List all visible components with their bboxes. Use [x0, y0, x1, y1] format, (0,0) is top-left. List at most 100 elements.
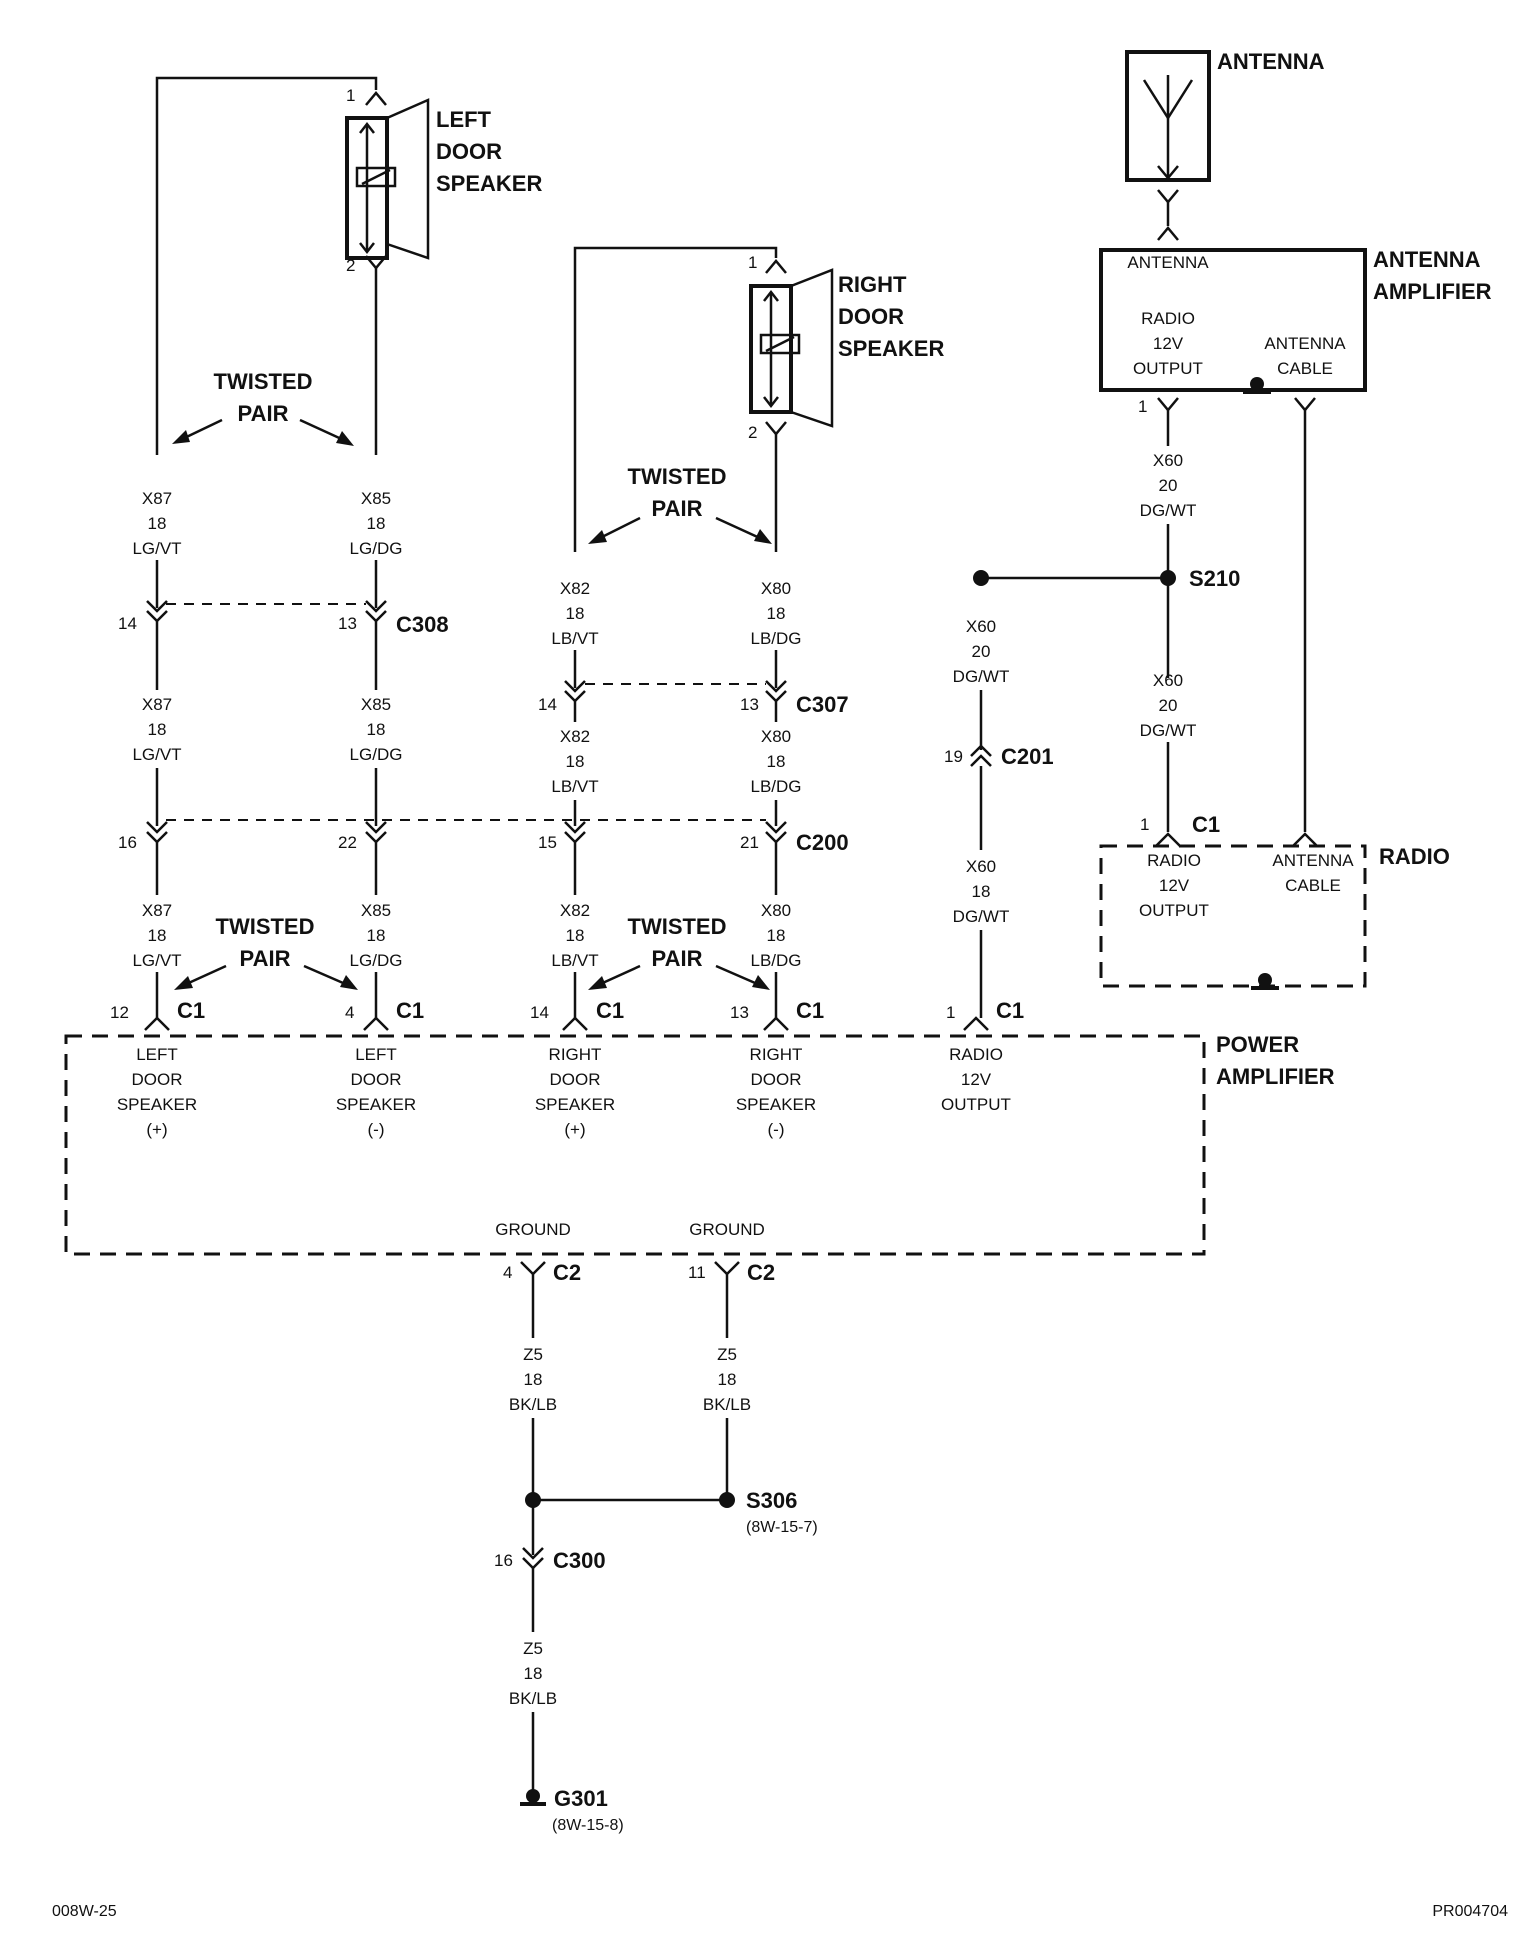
left-speaker-label-2: DOOR	[436, 139, 502, 164]
pa-left-pos-1: LEFT	[136, 1045, 178, 1064]
wire-color-x85-2: LG/DG	[350, 745, 403, 764]
pa-right-neg-2: DOOR	[751, 1070, 802, 1089]
c2-label-a: C2	[553, 1260, 581, 1285]
power-amplifier-box	[64, 1034, 1206, 1256]
left-speaker-pin-1: 1	[346, 86, 355, 105]
c300-pin-16: 16	[494, 1551, 513, 1570]
wire-color-x82-2: LB/VT	[551, 777, 598, 796]
c1-pin-1: 1	[946, 1003, 955, 1022]
c1-pin-13: 13	[730, 1003, 749, 1022]
wire-label-x80-2: X80	[761, 727, 791, 746]
pa-left-neg-4: (-)	[368, 1120, 385, 1139]
right-door-speaker: RIGHT DOOR SPEAKER	[749, 268, 944, 428]
antenna-amp-label-2: AMPLIFIER	[1373, 279, 1492, 304]
wire-color-x82-3: LB/VT	[551, 951, 598, 970]
power-amp-label-1: POWER	[1216, 1032, 1299, 1057]
wire-gauge-x80-3: 18	[767, 926, 786, 945]
c200-connector	[146, 819, 787, 844]
twisted-pair-label-1: TWISTED	[214, 369, 313, 394]
right-speaker-pin-1: 1	[748, 253, 757, 272]
pa-left-pos-2: DOOR	[132, 1070, 183, 1089]
wire-gauge-x60-c: 20	[972, 642, 991, 661]
s210-junction-dot	[973, 570, 989, 586]
c200-pin-15: 15	[538, 833, 557, 852]
wire-gauge-x60-a: 20	[1159, 476, 1178, 495]
wire-gauge-x60-d: 18	[972, 882, 991, 901]
pa-radio-out-1: RADIO	[949, 1045, 1003, 1064]
wire-color-x60-a: DG/WT	[1140, 501, 1197, 520]
c200-pin-16: 16	[118, 833, 137, 852]
c300-label: C300	[553, 1548, 606, 1573]
wire-label-x80: X80	[761, 579, 791, 598]
aa-radio-3: OUTPUT	[1133, 359, 1203, 378]
wire-label-x87: X87	[142, 489, 172, 508]
pa-left-neg-3: SPEAKER	[336, 1095, 416, 1114]
wire-gauge-x80-2: 18	[767, 752, 786, 771]
c1-pin-12: 12	[110, 1003, 129, 1022]
wire-gauge-x87-3: 18	[148, 926, 167, 945]
twisted-pair-label-1c: TWISTED	[216, 914, 315, 939]
twisted-pair-label-2: PAIR	[238, 401, 289, 426]
antenna-amplifier-box	[1099, 248, 1367, 392]
wire-label-x85: X85	[361, 489, 391, 508]
wire-color-x87-2: LG/VT	[132, 745, 181, 764]
aa-radio-2: 12V	[1153, 334, 1184, 353]
radio-out-2: 12V	[1159, 876, 1190, 895]
twisted-pair-label-1b: TWISTED	[628, 464, 727, 489]
c201-pin-19: 19	[944, 747, 963, 766]
wire-color-x87-3: LG/VT	[132, 951, 181, 970]
g301-ref: (8W-15-8)	[552, 1817, 624, 1834]
wire-gauge-z5-a: 18	[524, 1370, 543, 1389]
left-door-speaker: LEFT DOOR SPEAKER	[345, 98, 542, 260]
wire-label-x60-c: X60	[966, 617, 996, 636]
wire-label-z5-a: Z5	[523, 1345, 543, 1364]
wire-color-x87: LG/VT	[132, 539, 181, 558]
c201-label: C201	[1001, 744, 1054, 769]
wire-gauge-x82-2: 18	[566, 752, 585, 771]
s210-splice-dot	[1160, 570, 1176, 586]
pa-right-pos-4: (+)	[564, 1120, 585, 1139]
ground-symbol-g301	[520, 1789, 546, 1806]
wire-label-x60-b: X60	[1153, 671, 1183, 690]
wire-label-x82: X82	[560, 579, 590, 598]
wire-gauge-x87: 18	[148, 514, 167, 533]
twisted-pair-label-2b: PAIR	[652, 496, 703, 521]
wire-color-z5-c: BK/LB	[509, 1689, 557, 1708]
aa-pin-1: 1	[1138, 397, 1147, 416]
aa-radio-1: RADIO	[1141, 309, 1195, 328]
g301-label: G301	[554, 1786, 608, 1811]
pa-ground-2: GROUND	[689, 1220, 765, 1239]
wire-color-z5-a: BK/LB	[509, 1395, 557, 1414]
c308-label: C308	[396, 612, 449, 637]
wire-label-x82-2: X82	[560, 727, 590, 746]
s306-ref: (8W-15-7)	[746, 1519, 818, 1536]
pa-right-pos-3: SPEAKER	[535, 1095, 615, 1114]
radio-c1-label: C1	[1192, 812, 1220, 837]
wire-label-x60-a: X60	[1153, 451, 1183, 470]
radio-box	[1099, 844, 1367, 988]
wire-label-x82-3: X82	[560, 901, 590, 920]
c307-pin-14: 14	[538, 695, 557, 714]
c308-pin-13: 13	[338, 614, 357, 633]
c1-label-e: C1	[996, 998, 1024, 1023]
power-amp-label-2: AMPLIFIER	[1216, 1064, 1335, 1089]
footer-left: 008W-25	[52, 1903, 117, 1920]
right-speaker-pin-2: 2	[748, 423, 757, 442]
c2-pin-11: 11	[688, 1263, 706, 1282]
radio-label: RADIO	[1379, 844, 1450, 869]
wire-color-x80: LB/DG	[750, 629, 801, 648]
left-speaker-pin-2: 2	[346, 256, 355, 275]
twisted-pair-label-2c: PAIR	[240, 946, 291, 971]
wire-color-x82: LB/VT	[551, 629, 598, 648]
pa-radio-out-3: OUTPUT	[941, 1095, 1011, 1114]
pa-right-neg-1: RIGHT	[750, 1045, 803, 1064]
wire-color-x85-3: LG/DG	[350, 951, 403, 970]
pa-right-pos-1: RIGHT	[549, 1045, 602, 1064]
antenna-amp-ground-icon	[1243, 377, 1271, 394]
right-speaker-label-3: SPEAKER	[838, 336, 944, 361]
radio-pin-1: 1	[1140, 815, 1149, 834]
antenna-symbol	[1125, 50, 1211, 182]
twisted-pair-label-1d: TWISTED	[628, 914, 727, 939]
radio-cable-1: ANTENNA	[1272, 851, 1354, 870]
wire-color-x85: LG/DG	[350, 539, 403, 558]
